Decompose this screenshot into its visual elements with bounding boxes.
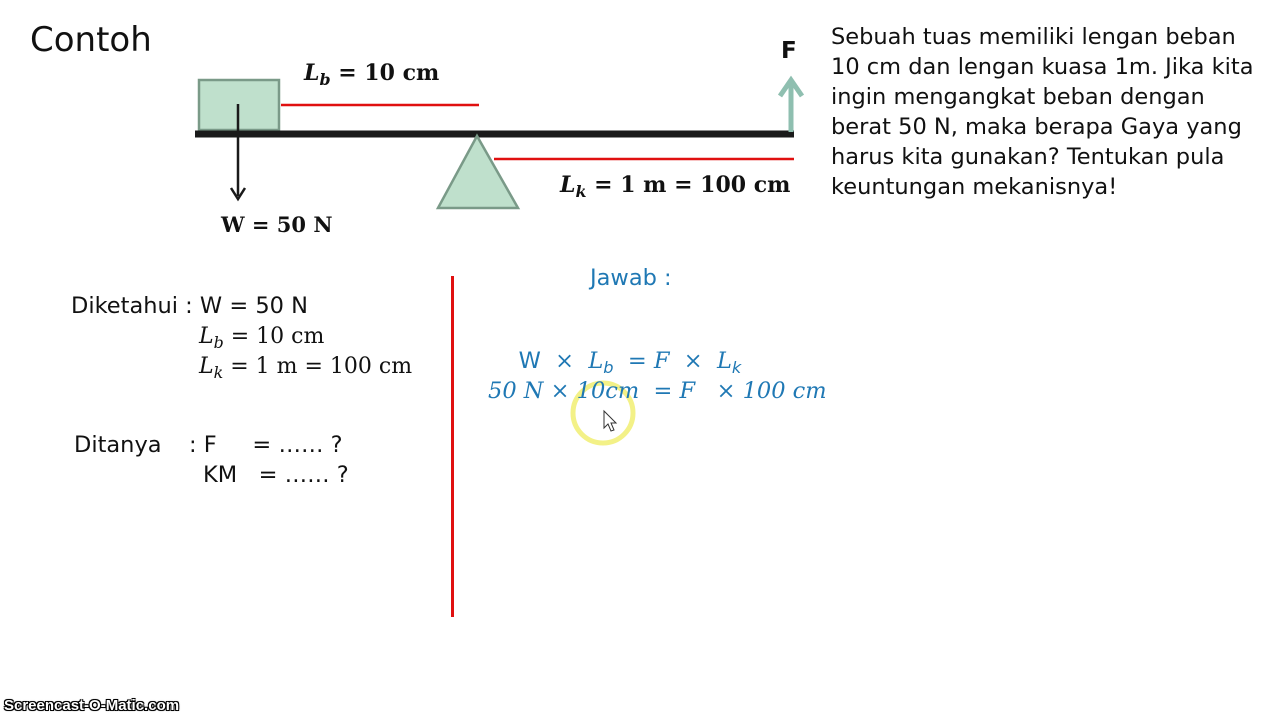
- problem-statement: Sebuah tuas memiliki lengan beban 10 cm …: [831, 24, 1254, 200]
- screencast-watermark: Screencast-O-Matic.com: [4, 697, 180, 714]
- lb-value: = 10 cm: [330, 60, 440, 86]
- known-lb: Lb = 10 cm: [199, 324, 324, 352]
- asked-mechanical-advantage: KM = …… ?: [203, 462, 349, 488]
- lk-symbol: L: [560, 172, 576, 198]
- known-lk-value: = 1 m = 100 cm: [223, 354, 413, 379]
- lk-value: = 1 m = 100 cm: [586, 172, 791, 198]
- fulcrum-triangle: [435, 133, 521, 210]
- load-arm-label: Lb = 10 cm: [304, 60, 439, 89]
- eq1-times: ×: [540, 348, 589, 374]
- substituted-equation: 50 N × 10cm = F × 100 cm: [488, 378, 827, 404]
- lever-equation: W × Lb = F × Lk: [490, 322, 742, 403]
- known-lk-symbol: L: [199, 354, 214, 379]
- weight-arrow-head: [229, 187, 247, 202]
- slide-title: Contoh: [30, 20, 152, 60]
- eq1-lb: L: [588, 348, 604, 374]
- effort-arm-label: Lk = 1 m = 100 cm: [560, 172, 790, 201]
- weight-label: W = 50 N: [221, 212, 333, 237]
- vertical-divider: [451, 276, 454, 617]
- known-lb-subscript: b: [213, 333, 224, 353]
- lb-symbol: L: [304, 60, 320, 86]
- lb-subscript: b: [319, 70, 331, 90]
- cursor-highlight: [570, 380, 636, 446]
- eq1-mid: = F ×: [613, 348, 717, 374]
- eq1-lk: L: [716, 348, 732, 374]
- force-label: F: [781, 38, 797, 64]
- force-arrow-head: [777, 75, 805, 98]
- eq1-lk-sub: k: [731, 358, 742, 378]
- eq1-lb-sub: b: [603, 358, 614, 378]
- known-heading: Diketahui : W = 50 N: [71, 293, 308, 319]
- answer-heading: Jawab :: [590, 265, 672, 291]
- mouse-pointer-icon: [603, 409, 618, 432]
- asked-heading: Ditanya: [74, 432, 162, 458]
- known-lb-symbol: L: [199, 324, 214, 349]
- asked-force: : F = …… ?: [189, 432, 343, 458]
- known-lk-subscript: k: [213, 363, 224, 383]
- lk-subscript: k: [575, 182, 587, 202]
- known-lb-value: = 10 cm: [223, 324, 325, 349]
- known-lk: Lk = 1 m = 100 cm: [199, 354, 412, 382]
- eq1-w: W: [518, 348, 541, 374]
